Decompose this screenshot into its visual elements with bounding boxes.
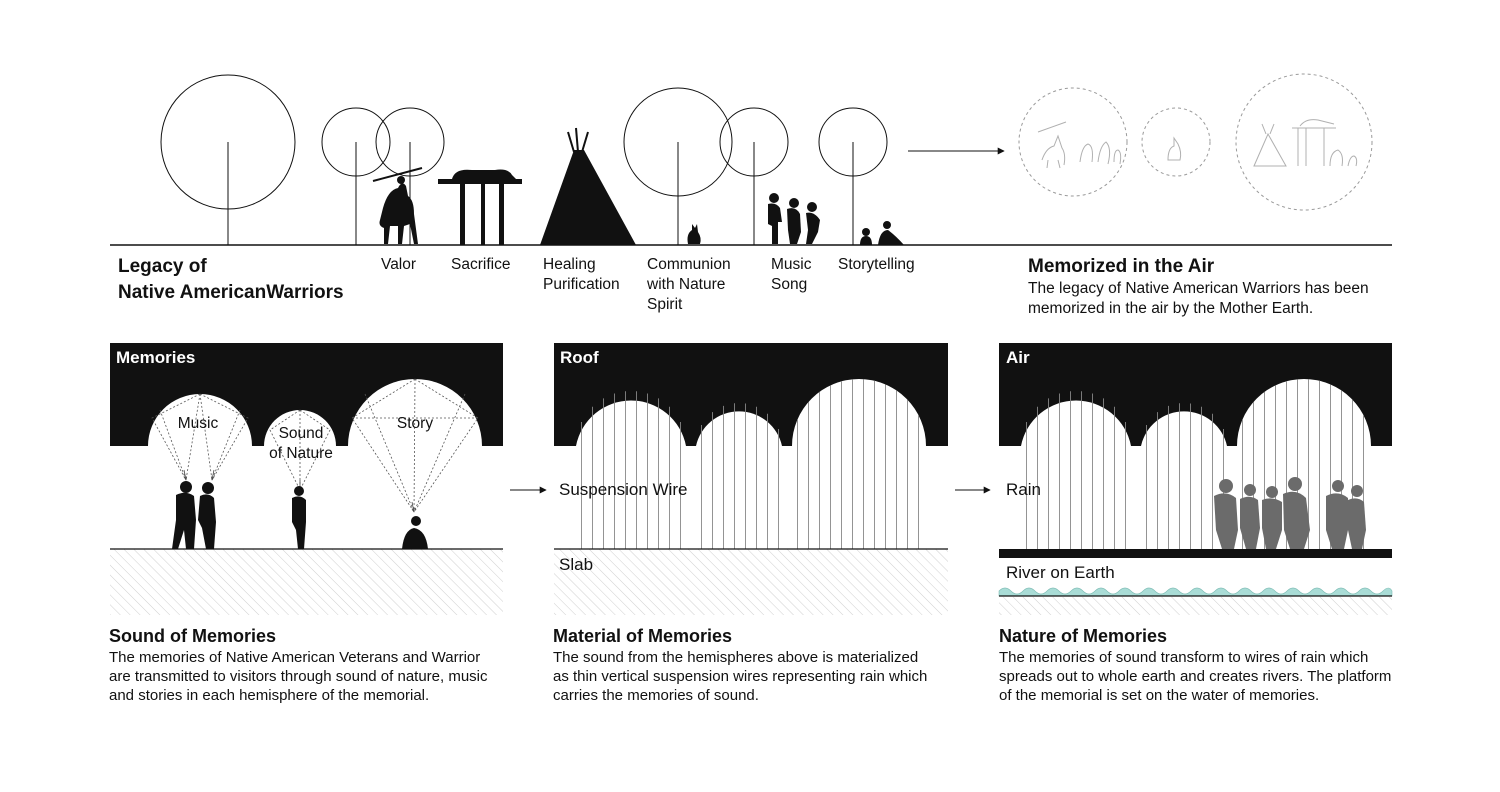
storytellers-icon <box>860 221 904 245</box>
memories-ground-hatch <box>110 549 503 615</box>
label-with-nature: with Nature <box>647 276 726 293</box>
label-communion: Communion <box>647 256 731 273</box>
hemisphere-label-sound-line2: of Nature <box>269 445 333 462</box>
legacy-title-line1: Legacy of <box>118 256 207 277</box>
memorized-text-line1: The legacy of Native American Warriors h… <box>1028 280 1369 297</box>
label-healing: Healing <box>543 256 596 273</box>
hemisphere-label-story: Story <box>396 415 434 432</box>
suspension-wires <box>581 379 919 549</box>
caption-title-sound: Sound of Memories <box>109 626 277 646</box>
label-suspension-wire: Suspension Wire <box>559 480 688 499</box>
panel-title-air: Air <box>1006 348 1030 367</box>
scaffold-icon <box>438 169 522 245</box>
air-platform <box>999 549 1392 558</box>
trees <box>160 74 888 245</box>
label-rain: Rain <box>1006 480 1041 499</box>
caption-title-nature: Nature of Memories <box>999 626 1168 646</box>
panel-title-memories: Memories <box>116 348 196 367</box>
panel-title-roof: Roof <box>560 348 599 367</box>
crowd-icon <box>1214 477 1366 549</box>
legacy-title-line2: Native AmericanWarriors <box>118 282 344 303</box>
sound-rays <box>151 378 479 513</box>
hemisphere-label-sound-line1: Sound <box>278 425 324 442</box>
caption-text-material: The sound from the hemispheres above is … <box>553 649 928 704</box>
horse-rider-icon <box>372 167 423 244</box>
label-slab: Slab <box>559 555 594 574</box>
caption-title-material: Material of Memories <box>553 626 733 646</box>
ghost-circles <box>1018 73 1373 211</box>
label-storytelling: Storytelling <box>838 256 915 273</box>
dancers-icon <box>768 193 820 244</box>
tipi-icon <box>540 127 636 245</box>
label-valor: Valor <box>381 256 417 273</box>
river-water <box>998 587 1393 597</box>
air-roof <box>999 343 1392 446</box>
caption-text-sound: The memories of Native American Veterans… <box>109 649 488 704</box>
air-ground-hatch <box>999 597 1392 615</box>
roof-roof <box>554 343 948 446</box>
caption-text-nature: The memories of sound transform to wires… <box>999 649 1392 704</box>
wolf-icon <box>687 224 701 244</box>
visitors-icon <box>172 481 428 549</box>
label-spirit: Spirit <box>647 296 683 313</box>
label-song: Song <box>771 276 808 293</box>
label-music: Music <box>771 256 812 273</box>
label-purification: Purification <box>543 276 620 293</box>
memories-roof <box>110 343 503 446</box>
hemisphere-label-music: Music <box>177 415 219 432</box>
label-river: River on Earth <box>1006 563 1115 582</box>
label-sacrifice: Sacrifice <box>451 256 511 273</box>
roof-slab-hatch <box>554 549 948 615</box>
memorized-title: Memorized in the Air <box>1028 256 1215 277</box>
memorized-text-line2: memorized in the air by the Mother Earth… <box>1028 300 1314 317</box>
ghost-figures <box>1037 119 1358 169</box>
